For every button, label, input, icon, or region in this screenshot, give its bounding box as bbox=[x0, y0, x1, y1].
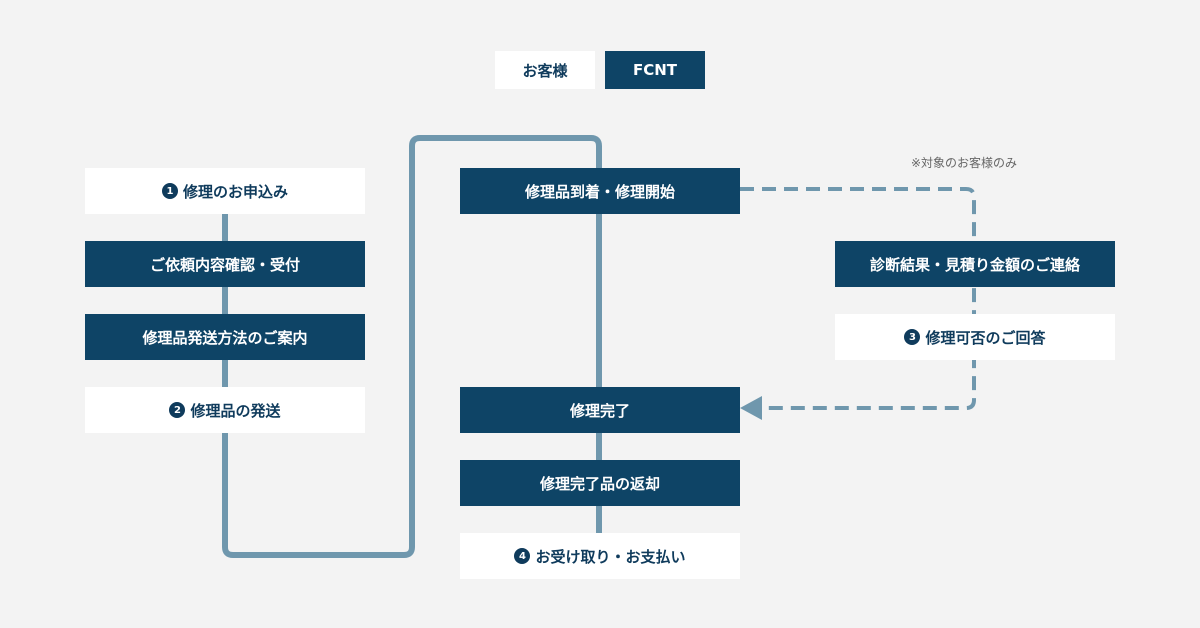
step-shipping-guide: 修理品発送方法のご案内 bbox=[85, 314, 365, 360]
step-application: 1 修理のお申込み bbox=[85, 168, 365, 214]
step-repair-start: 修理品到着・修理開始 bbox=[460, 168, 740, 214]
step-repair-complete: 修理完了 bbox=[460, 387, 740, 433]
step-label: 修理のお申込み bbox=[182, 182, 288, 201]
legend-fcnt: FCNT bbox=[605, 51, 705, 89]
step-confirmation: ご依頼内容確認・受付 bbox=[85, 241, 365, 287]
legend-customer: お客様 bbox=[495, 51, 595, 89]
step-label: 修理完了品の返却 bbox=[539, 474, 660, 493]
step-number-badge: 2 bbox=[169, 402, 186, 418]
step-number-badge: 1 bbox=[161, 183, 178, 199]
step-receive-payment: 4 お受け取り・お支払い bbox=[460, 533, 740, 579]
step-label: お受け取り・お支払い bbox=[535, 547, 686, 566]
step-ship-item: 2 修理品の発送 bbox=[85, 387, 365, 433]
step-label: ご依頼内容確認・受付 bbox=[149, 255, 300, 274]
step-number-badge: 4 bbox=[514, 548, 531, 564]
arrow-head-icon bbox=[740, 396, 762, 420]
side-flow-dashed-line bbox=[740, 187, 976, 410]
step-label: 修理完了 bbox=[569, 401, 630, 420]
legend-customer-label: お客様 bbox=[522, 61, 568, 80]
step-label: 修理可否のご回答 bbox=[925, 328, 1046, 347]
step-label: 修理品発送方法のご案内 bbox=[142, 328, 308, 347]
legend-fcnt-label: FCNT bbox=[632, 61, 678, 79]
step-return-item: 修理完了品の返却 bbox=[460, 460, 740, 506]
step-label: 修理品到着・修理開始 bbox=[524, 182, 675, 201]
side-note: ※対象のお客様のみ bbox=[911, 156, 1018, 170]
step-label: 診断結果・見積り金額のご連絡 bbox=[869, 255, 1080, 274]
main-flow-line bbox=[222, 135, 602, 560]
step-number-badge: 3 bbox=[904, 329, 921, 345]
step-label: 修理品の発送 bbox=[190, 401, 281, 420]
step-diagnosis-estimate: 診断結果・見積り金額のご連絡 bbox=[835, 241, 1115, 287]
step-repair-decision: 3 修理可否のご回答 bbox=[835, 314, 1115, 360]
